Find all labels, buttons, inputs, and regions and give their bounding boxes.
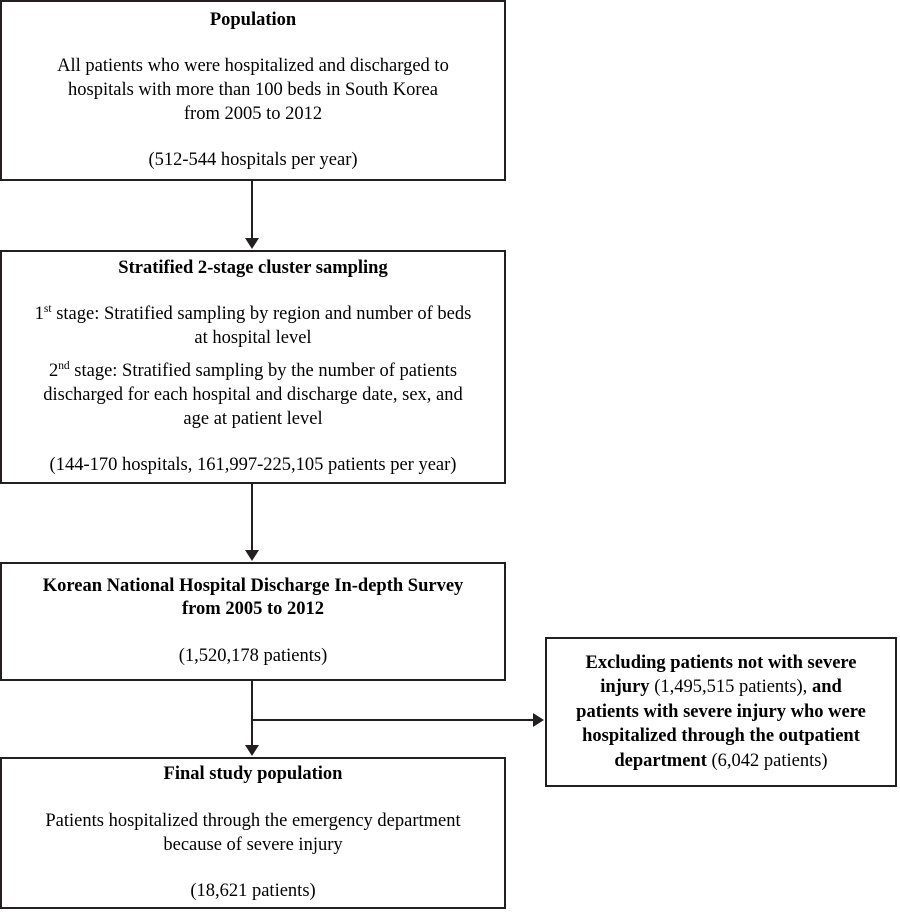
final-title: Final study population <box>163 764 343 785</box>
excluded-line-1: Excluding patients not with severe <box>585 652 857 673</box>
excluded-count-not-severe: (1,495,515 patients), <box>654 677 808 698</box>
stage2-number: 2 <box>48 361 59 382</box>
stage1-number: 1 <box>34 304 44 325</box>
stage1-ordinal-suffix: st <box>43 303 52 316</box>
sampling-stage1-line-1: 1st stage: Stratified sampling by region… <box>35 302 472 326</box>
connector-population-to-sampling-arrowhead <box>245 238 259 249</box>
flowchart-node-population: Population All patients who were hospita… <box>0 0 506 181</box>
population-body-line-2: hospitals with more than 100 beds in Sou… <box>68 80 438 101</box>
flowchart-node-final: Final study population Patients hospital… <box>0 757 506 909</box>
population-body-line-1: All patients who were hospitalized and d… <box>57 56 449 77</box>
excluded-injury-bold: injury <box>600 677 650 698</box>
stage2-ordinal-suffix: nd <box>58 360 70 373</box>
flowchart-node-excluded: Excluding patients not with severe injur… <box>545 637 897 787</box>
flowchart-node-sampling: Stratified 2-stage cluster sampling 1st … <box>0 250 506 484</box>
final-body-line-1: Patients hospitalized through the emerge… <box>45 810 461 831</box>
sampling-stage2-line-1: 2nd stage: Stratified sampling by the nu… <box>49 359 457 383</box>
sampling-count: (144-170 hospitals, 161,997-225,105 pati… <box>49 455 457 476</box>
connector-sampling-to-survey-line <box>251 484 253 551</box>
stage1-text: stage: Stratified sampling by region and… <box>51 304 472 325</box>
population-title: Population <box>209 9 297 30</box>
population-body-line-3: from 2005 to 2012 <box>183 104 323 125</box>
excluded-and-bold: and <box>811 677 842 698</box>
excluded-line-2: injury (1,495,515 patients), and <box>600 675 842 700</box>
excluded-line-5: department (6,042 patients) <box>614 749 827 774</box>
population-count: (512-544 hospitals per year) <box>148 150 358 171</box>
connector-population-to-sampling-line <box>251 181 253 239</box>
stage2-text: stage: Stratified sampling by the number… <box>69 361 458 382</box>
sampling-stage1-line-2: at hospital level <box>194 328 312 349</box>
final-body-line-2: because of severe injury <box>163 834 343 855</box>
excluded-count-outpatient: (6,042 patients) <box>711 750 828 771</box>
sampling-stage2-line-2: discharged for each hospital and dischar… <box>43 385 463 406</box>
connector-survey-to-final-line <box>251 681 253 746</box>
excluded-department-bold: department <box>614 750 707 771</box>
connector-sampling-to-survey-arrowhead <box>245 550 259 561</box>
survey-count: (1,520,178 patients) <box>178 646 328 667</box>
final-count: (18,621 patients) <box>190 880 316 901</box>
sampling-stage2-line-3: age at patient level <box>183 409 323 430</box>
connector-survey-to-excluded-arrowhead <box>533 713 544 727</box>
excluded-line-3: patients with severe injury who were <box>576 701 866 722</box>
survey-title-line-1: Korean National Hospital Discharge In-de… <box>42 575 464 596</box>
connector-survey-to-excluded-line <box>252 719 534 721</box>
flowchart-node-survey: Korean National Hospital Discharge In-de… <box>0 562 506 681</box>
excluded-line-4: hospitalized through the outpatient <box>582 726 860 747</box>
connector-survey-to-final-arrowhead <box>245 745 259 756</box>
sampling-title: Stratified 2-stage cluster sampling <box>118 257 388 278</box>
survey-title-line-2: from 2005 to 2012 <box>182 599 324 620</box>
